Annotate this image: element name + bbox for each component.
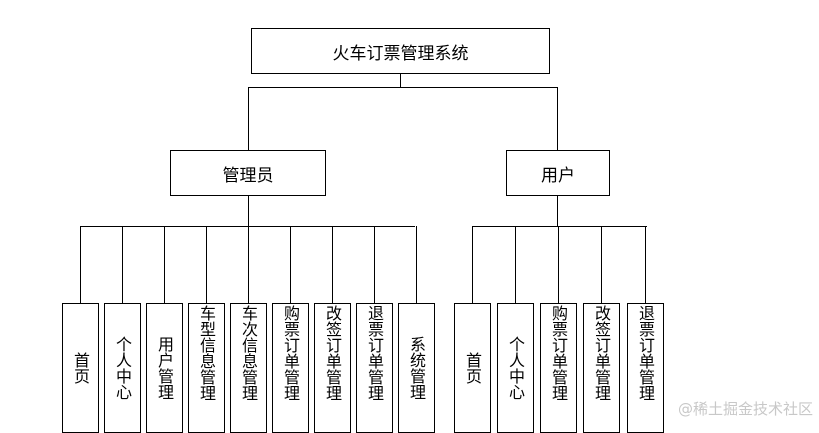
admin-drop [248, 87, 249, 150]
admin-leaf-node: 个人中心 [104, 303, 141, 433]
user-leaf-node: 首页 [454, 303, 491, 433]
admin-leaf-connector [374, 226, 375, 303]
user-leaf-connector [472, 226, 473, 303]
admin-leaf-connector [206, 226, 207, 303]
user-leaf-connector [645, 226, 646, 303]
admin-leaf-label: 用户管理 [155, 336, 174, 400]
admin-leaf-label: 车型信息管理 [197, 305, 216, 401]
user-stem [557, 196, 558, 226]
admin-leaf-connector [248, 226, 249, 303]
user-leaf-connector [601, 226, 602, 303]
user-leaf-label: 首页 [463, 352, 482, 384]
user-leaf-node: 退票订单管理 [627, 303, 664, 433]
admin-leaf-node: 系统管理 [398, 303, 435, 433]
admin-leaf-connector [80, 226, 81, 303]
user-leaf-connector [515, 226, 516, 303]
user-leaf-label: 改签订单管理 [592, 305, 611, 401]
admin-leaf-node: 改签订单管理 [314, 303, 351, 433]
root-bus [248, 87, 558, 88]
admin-leaf-label: 系统管理 [407, 336, 426, 400]
user-leaf-node: 购票订单管理 [540, 303, 577, 433]
user-leaf-label: 个人中心 [506, 336, 525, 400]
admin-leaf-label: 首页 [71, 352, 90, 384]
user-leaf-label: 退票订单管理 [636, 305, 655, 401]
admin-leaf-label: 改签订单管理 [323, 305, 342, 401]
admin-leaf-node: 用户管理 [146, 303, 183, 433]
user-label: 用户 [541, 165, 575, 186]
admin-leaf-node: 购票订单管理 [272, 303, 309, 433]
admin-leaf-connector [122, 226, 123, 303]
admin-leaf-node: 退票订单管理 [356, 303, 393, 433]
admin-leaf-connector [416, 226, 417, 303]
admin-leaf-connector [290, 226, 291, 303]
user-leaf-connector [558, 226, 559, 303]
admin-leaf-connector [332, 226, 333, 303]
admin-leaf-label: 个人中心 [113, 336, 132, 400]
root-node: 火车订票管理系统 [251, 28, 550, 74]
user-node: 用户 [506, 150, 610, 196]
user-leaf-node: 改签订单管理 [583, 303, 620, 433]
admin-leaf-connector [164, 226, 165, 303]
watermark-text: @稀土掘金技术社区 [677, 400, 813, 418]
user-leaf-label: 购票订单管理 [549, 305, 568, 401]
admin-stem [248, 196, 249, 226]
root-label: 火车订票管理系统 [332, 43, 469, 64]
admin-leaf-node: 首页 [62, 303, 99, 433]
admin-leaf-label: 车次信息管理 [239, 305, 258, 401]
user-bus [472, 226, 647, 227]
admin-bus [80, 226, 415, 227]
admin-leaf-label: 购票订单管理 [281, 305, 300, 401]
admin-label: 管理员 [222, 165, 274, 186]
root-stem [400, 74, 401, 87]
admin-node: 管理员 [170, 150, 326, 196]
admin-leaf-node: 车次信息管理 [230, 303, 267, 433]
admin-leaf-label: 退票订单管理 [365, 305, 384, 401]
admin-leaf-node: 车型信息管理 [188, 303, 225, 433]
user-drop [557, 87, 558, 150]
user-leaf-node: 个人中心 [497, 303, 534, 433]
